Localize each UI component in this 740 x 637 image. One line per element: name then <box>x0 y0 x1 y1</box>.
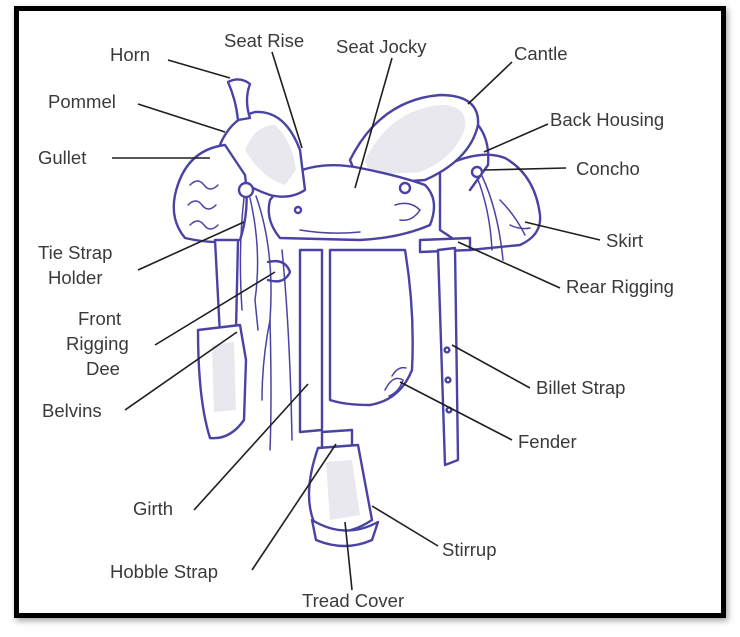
label-back-housing: Back Housing <box>550 109 664 130</box>
label-stirrup: Stirrup <box>442 539 497 560</box>
label-seat-rise: Seat Rise <box>224 30 304 51</box>
skirt-leader <box>524 221 601 241</box>
rear-rigging-shape <box>418 236 472 254</box>
labels: Horn Seat Rise Seat Jocky Cantle Pommel … <box>38 30 674 611</box>
horn-leader <box>167 59 231 79</box>
seat-rivet <box>293 205 303 215</box>
cantle-leader <box>467 61 513 105</box>
label-seat-jocky: Seat Jocky <box>336 36 427 57</box>
horn-shape <box>226 78 252 122</box>
label-rear-rigging: Rear Rigging <box>566 276 674 297</box>
gullet-tooling <box>187 180 219 230</box>
stirrup-inner <box>326 460 360 520</box>
skirt-shape <box>438 153 542 252</box>
seat-jocky-leader <box>354 57 393 189</box>
label-front-rigging-dee-line3: Dee <box>86 358 120 379</box>
leader-lines <box>112 51 601 591</box>
tread-cover-leader <box>344 521 353 591</box>
stirrup-leader <box>371 505 439 547</box>
back-housing-leader <box>483 123 549 153</box>
front-rigging-dee-leader <box>154 271 276 346</box>
fender-leader <box>399 381 513 441</box>
tread-cover-shape <box>310 518 380 548</box>
label-belvins: Belvins <box>42 400 102 421</box>
hobble-strap-leader <box>251 443 337 571</box>
label-tie-strap-line1: Tie Strap <box>38 242 112 263</box>
billet-strap-leader <box>451 344 531 389</box>
belvins-leader <box>124 331 238 411</box>
concho-strings <box>476 175 504 261</box>
skirt-tooling <box>499 199 531 236</box>
girth-strap <box>269 249 293 451</box>
label-tie-strap-line2: Holder <box>48 267 103 288</box>
back-housing-shape <box>468 123 490 192</box>
label-fender: Fender <box>518 431 577 452</box>
seat-rise-leader <box>271 51 303 149</box>
pommel-inner <box>245 125 296 185</box>
left-leather <box>213 238 240 337</box>
seat-shape <box>267 164 436 242</box>
label-billet-strap: Billet Strap <box>536 377 625 398</box>
billet-hole <box>444 376 452 384</box>
cantle-inner <box>365 105 466 175</box>
tie-strap-holder-leader <box>137 221 245 271</box>
billet-hole <box>443 346 451 354</box>
girth-shape <box>298 248 324 434</box>
label-concho: Concho <box>576 158 640 179</box>
tie-straps <box>239 195 272 401</box>
gullet-shape <box>172 143 248 244</box>
label-horn: Horn <box>110 44 150 65</box>
concho-shape <box>470 165 484 179</box>
label-front-rigging-dee-line2: Rigging <box>66 333 129 354</box>
fender-tooling <box>384 366 407 397</box>
label-pommel: Pommel <box>48 91 116 112</box>
label-cantle: Cantle <box>514 43 567 64</box>
pommel-leader <box>137 103 226 133</box>
label-girth: Girth <box>133 498 173 519</box>
front-rigging-dee-shape <box>266 259 292 283</box>
label-gullet: Gullet <box>38 147 86 168</box>
label-tread-cover: Tread Cover <box>302 590 404 611</box>
fender-shape <box>328 248 414 407</box>
seat-tooling <box>299 202 421 234</box>
rear-rigging-leader <box>457 241 561 289</box>
tie-strap-holder-shape <box>237 181 255 199</box>
seat-rivet <box>398 181 412 195</box>
label-front-rigging-dee-line1: Front <box>78 308 121 329</box>
saddle-illustration <box>172 78 542 548</box>
label-skirt: Skirt <box>606 230 643 251</box>
billet-strap-shape <box>436 246 460 467</box>
label-hobble-strap: Hobble Strap <box>110 561 218 582</box>
concho-leader <box>483 167 567 171</box>
left-stirrup-inner <box>212 342 236 412</box>
girth-leader <box>193 383 309 511</box>
